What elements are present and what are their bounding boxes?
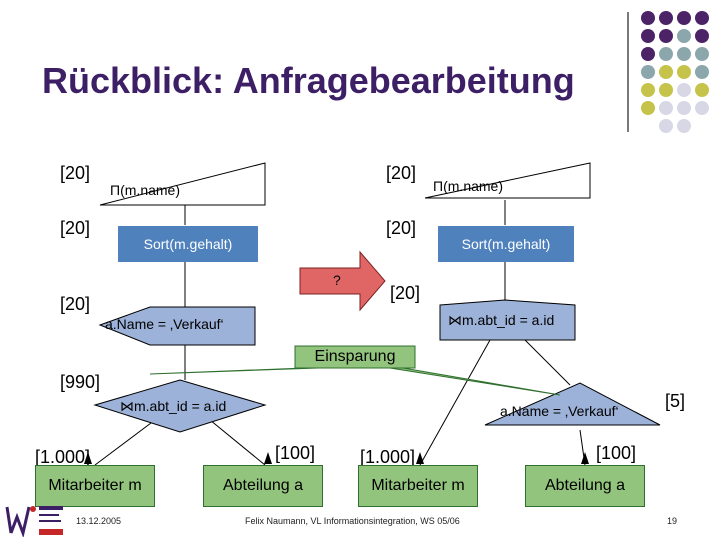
projection-triangle-right — [424, 162, 591, 199]
join-shape-right — [439, 299, 576, 341]
card-left-abteilung: [100] — [275, 443, 316, 463]
dot — [677, 47, 691, 61]
savings-pointer — [389, 367, 561, 396]
card-left-mitarbeiter: [1.000] — [35, 447, 91, 467]
selection-shape-left — [98, 306, 256, 346]
title-divider — [627, 12, 629, 132]
savings-pointer — [149, 367, 319, 375]
sort-box-left: Sort(m.gehalt) — [118, 226, 258, 262]
savings-label: Einsparung — [314, 348, 396, 365]
edge — [209, 419, 266, 466]
arrowhead — [581, 452, 589, 464]
card-right-join: [20] — [390, 283, 421, 303]
dot — [695, 11, 709, 25]
card-left-selection: [20] — [60, 294, 91, 314]
dot — [641, 65, 655, 79]
dot — [677, 65, 691, 79]
arrowhead — [84, 452, 92, 464]
dot — [677, 29, 691, 43]
dot — [659, 11, 673, 25]
card-left-projection: [20] — [60, 163, 91, 183]
slide-date: 13.12.2005 — [76, 516, 122, 526]
edge — [94, 419, 156, 466]
selection-shape-right — [484, 382, 661, 426]
arrowhead — [264, 452, 272, 464]
edge — [524, 339, 571, 386]
op-right-join: ⋈m.abt_id = a.id — [448, 312, 555, 328]
dot — [677, 101, 691, 115]
dot — [659, 101, 673, 115]
card-right-sort: [20] — [386, 218, 417, 238]
join-shape-left — [93, 379, 267, 433]
dot — [641, 47, 655, 61]
slide-footer-text: Felix Naumann, VL Informationsintegratio… — [245, 516, 460, 526]
dot — [659, 29, 673, 43]
sort-box-right: Sort(m.gehalt) — [438, 226, 574, 262]
card-right-mitarbeiter: [1.000] — [360, 447, 416, 467]
dot — [677, 11, 691, 25]
dot — [641, 29, 655, 43]
arrowhead — [416, 452, 424, 464]
leaf-left-mitarbeiter: Mitarbeiter m — [35, 465, 155, 507]
card-right-abteilung: [100] — [596, 443, 637, 463]
arrow-label: ? — [333, 272, 341, 288]
card-right-projection: [20] — [386, 163, 417, 183]
dot — [641, 101, 655, 115]
op-left-selection: a.Name = ‚Verkauf‘ — [105, 316, 224, 332]
hu-logo-icon — [5, 506, 63, 539]
op-left-join: ⋈m.abt_id = a.id — [120, 398, 227, 414]
dot — [695, 83, 709, 97]
dot — [659, 65, 673, 79]
op-left-projection: Π(m.name) — [110, 182, 181, 198]
slide-page-number: 19 — [667, 516, 678, 526]
dot — [695, 29, 709, 43]
projection-triangle-left — [99, 162, 266, 206]
dot — [695, 47, 709, 61]
dot — [659, 119, 673, 133]
leaf-right-abteilung: Abteilung a — [525, 465, 645, 507]
leaf-right-mitarbeiter: Mitarbeiter m — [358, 465, 478, 507]
dot — [659, 83, 673, 97]
card-left-sort: [20] — [60, 218, 91, 238]
savings-box-shape — [294, 345, 416, 369]
dot — [659, 47, 673, 61]
dot — [641, 83, 655, 97]
op-right-selection: a.Name = ‚Verkauf‘ — [500, 403, 619, 419]
transform-arrow — [299, 250, 386, 312]
university-logo — [3, 503, 65, 539]
card-left-join: [990] — [60, 372, 101, 392]
card-right-selection: [5] — [665, 391, 686, 411]
op-right-projection: Π(m.name) — [433, 178, 504, 194]
edge — [419, 339, 491, 466]
slide-title: Rückblick: Anfragebearbeitung — [42, 60, 575, 101]
dot — [641, 11, 655, 25]
dot — [695, 65, 709, 79]
dot — [677, 83, 691, 97]
leaf-left-abteilung: Abteilung a — [203, 465, 323, 507]
dot — [695, 101, 709, 115]
dot — [677, 119, 691, 133]
